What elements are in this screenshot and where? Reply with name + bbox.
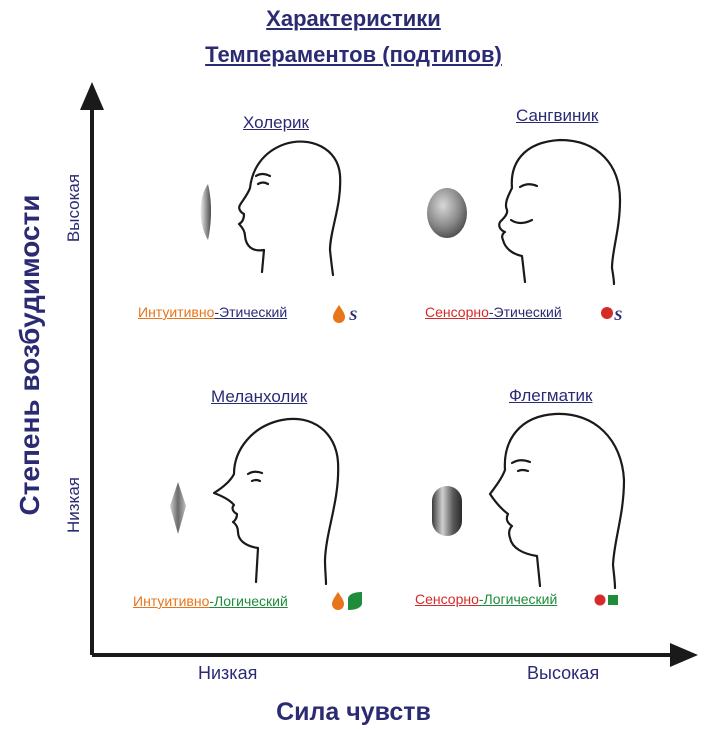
sanguine-type-part2: Этический (494, 304, 562, 320)
melancholic-type-part1: Интуитивно (133, 593, 209, 609)
sanguine-type-label: Сенсорно-Этический (425, 304, 562, 320)
phlegmatic-sensory-circle-icon (595, 595, 606, 606)
x-axis-high-label: Высокая (527, 663, 599, 684)
phlegmatic-logical-square-icon (608, 595, 618, 605)
y-axis-low-label: Низкая (64, 477, 84, 533)
x-axis-arrowhead (670, 643, 698, 667)
x-axis-low-label: Низкая (198, 663, 257, 684)
sanguine-label: Сангвиник (516, 106, 598, 126)
choleric-type-label: Интуитивно-Этический (138, 304, 287, 320)
phlegmatic-label: Флегматик (509, 386, 592, 406)
melancholic-shape-icon (170, 482, 186, 534)
choleric-type-part1: Интуитивно (138, 304, 214, 320)
choleric-type-part2: Этический (219, 304, 287, 320)
choleric-intuitive-drop-icon (333, 305, 345, 323)
melancholic-logical-leaf-icon (348, 592, 362, 610)
y-axis-arrowhead (80, 82, 104, 110)
phlegmatic-head-icon (490, 414, 624, 588)
x-axis-title: Сила чувств (0, 698, 707, 727)
sanguine-shape-icon (427, 188, 467, 238)
melancholic-type-part2: Логический (214, 593, 288, 609)
phlegmatic-type-label: Сенсорно-Логический (415, 591, 557, 607)
y-axis-title: Степень возбудимости (14, 194, 46, 515)
sanguine-head-icon (499, 140, 620, 284)
melancholic-intuitive-drop-icon (332, 592, 344, 610)
phlegmatic-type-part1: Сенсорно (415, 591, 479, 607)
melancholic-type-label: Интуитивно-Логический (133, 593, 288, 609)
choleric-label: Холерик (243, 113, 309, 133)
sanguine-sensory-circle-icon (601, 307, 613, 319)
sanguine-ethical-s-icon: S (614, 308, 622, 324)
choleric-ethical-s-icon: S (349, 308, 357, 324)
melancholic-label: Меланхолик (211, 387, 307, 407)
choleric-head-icon (239, 142, 340, 275)
melancholic-head-icon (214, 419, 338, 584)
y-axis-high-label: Высокая (64, 174, 84, 242)
phlegmatic-shape-icon (432, 486, 462, 536)
sanguine-type-part1: Сенсорно (425, 304, 489, 320)
choleric-shape-icon (201, 184, 212, 240)
phlegmatic-type-part2: Логический (484, 591, 558, 607)
